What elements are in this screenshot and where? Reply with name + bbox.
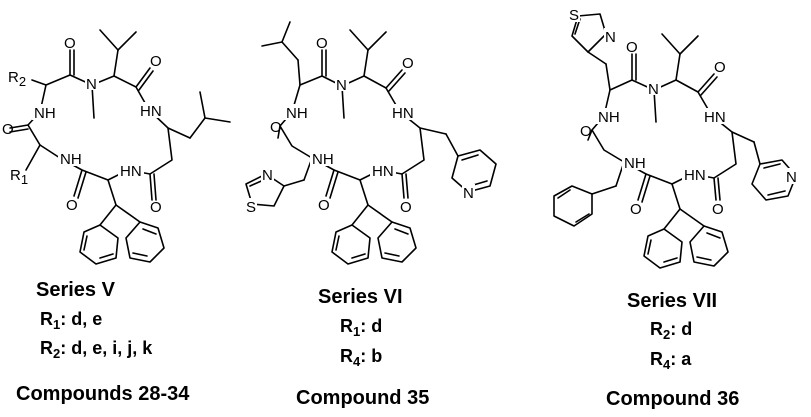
compound-label: Compounds 28-34 [16,383,190,405]
r-group-line: R2: d, e, i, j, k [40,338,153,361]
atom-o-top2: O [714,59,726,76]
atom-o-top1: O [626,39,638,56]
atom-o-left: O [2,121,14,138]
atom-thiazole-n: N [262,167,273,184]
structure-series-vi: O O N NH HN O O NH HN O N S N [245,21,497,265]
compound-label: Compound 36 [606,388,739,410]
series-title: Series V [36,279,116,301]
atom-r2: R2 [8,69,26,89]
series-title: Series VII [627,290,717,312]
atom-nh-bottom-left: NH [60,151,82,168]
atom-o-right: O [400,199,412,216]
atom-nh-left: NH [34,105,56,122]
atom-o-top2: O [402,55,414,72]
atom-thiazole-s: S [569,7,579,24]
atom-hn-bottom-right: HN [372,163,394,180]
atom-nh-bottom-left: NH [624,155,646,172]
atom-o-bottom-left: O [66,197,78,214]
atom-o-left: O [270,119,282,136]
r-group-line: R4: b [340,346,382,369]
atom-o-top2: O [150,53,162,70]
compound-label: Compound 35 [296,387,429,409]
atom-o-right: O [712,201,724,218]
labels-series-vii: Series VII R2: d R4: a Compound 36 [606,290,739,410]
r-group-line: R4: a [650,349,692,372]
r-group-line: R1: d [340,316,382,339]
atom-thiazole-n: N [605,29,616,46]
atom-hn-bottom-right: HN [120,163,142,180]
structure-series-v: O O N R2 NH HN O R1 NH HN O O [2,29,231,265]
atom-o-bottom-left: O [318,197,330,214]
atom-hn-right: HN [704,109,726,126]
atom-o-left: O [580,123,592,140]
atom-hn-right: HN [392,105,414,122]
labels-series-vi: Series VI R1: d R4: b Compound 35 [296,286,429,409]
atom-n-methyl: N [336,77,347,94]
atom-n-methyl: N [648,81,659,98]
atom-o-top1: O [316,35,328,52]
atom-thiazole-s: S [246,199,256,216]
atom-nh-bottom-left: NH [312,151,334,168]
atom-o-top1: O [64,35,76,52]
atom-hn-right: HN [140,103,162,120]
structure-series-vii: S N O O N NH HN O O NH HN O N [553,6,798,269]
series-title: Series VI [318,286,403,308]
atom-nh-left: NH [598,109,620,126]
atom-r1: R1 [10,167,28,187]
atom-o-bottom-right: O [150,199,162,216]
atom-pyridine-n: N [786,169,797,186]
atom-pyridine-n: N [463,185,474,202]
atom-o-bottom-left: O [630,201,642,218]
atom-n-methyl: N [86,76,97,93]
atom-nh-left: NH [286,105,308,122]
r-group-line: R1: d, e [40,309,102,332]
labels-series-v: Series V R1: d, e R2: d, e, i, j, k Comp… [16,279,190,405]
atom-hn-bottom-right: HN [684,167,706,184]
r-group-line: R2: d [650,319,692,342]
